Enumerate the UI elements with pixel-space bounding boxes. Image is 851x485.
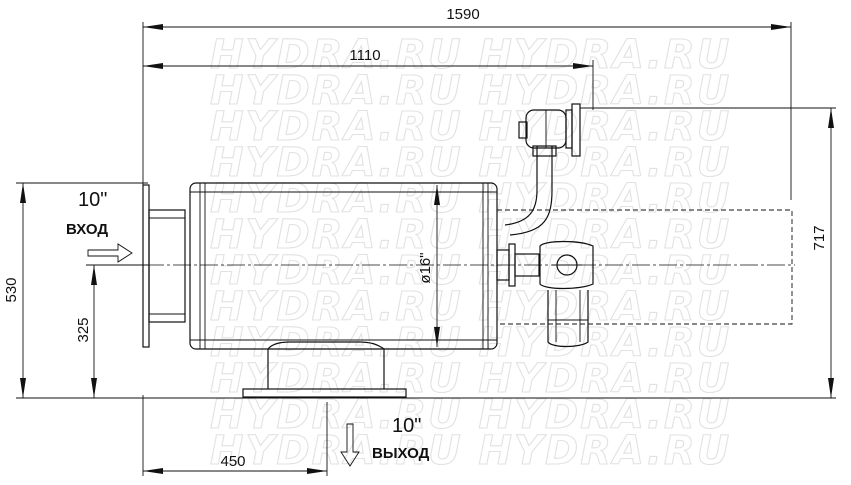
- svg-text:HYDRA.RU HYDRA.RU: HYDRA.RU HYDRA.RU: [210, 212, 731, 258]
- outlet-annotation: 10" ВЫХОД: [340, 415, 430, 467]
- svg-text:HYDRA.RU HYDRA.RU: HYDRA.RU HYDRA.RU: [210, 248, 731, 294]
- svg-text:HYDRA.RU HYDRA.RU: HYDRA.RU HYDRA.RU: [210, 68, 731, 114]
- svg-text:HYDRA.RU HYDRA.RU: HYDRA.RU HYDRA.RU: [210, 428, 731, 474]
- inlet-annotation: 10" ВХОД: [66, 189, 133, 263]
- svg-text:HYDRA.RU HYDRA.RU: HYDRA.RU HYDRA.RU: [210, 140, 731, 186]
- dim-diameter: ø16": [417, 185, 440, 347]
- dim-outlet-offset-label: 450: [220, 453, 245, 470]
- inlet-label: ВХОД: [66, 221, 108, 238]
- dim-overall-height: 530: [3, 182, 836, 399]
- inlet-flange: [142, 184, 186, 348]
- svg-text:HYDRA.RU HYDRA.RU: HYDRA.RU HYDRA.RU: [210, 32, 731, 78]
- svg-text:HYDRA.RU HYDRA.RU: HYDRA.RU HYDRA.RU: [210, 392, 731, 438]
- svg-text:HYDRA.RU HYDRA.RU: HYDRA.RU HYDRA.RU: [210, 320, 731, 366]
- dim-body-length: 1110: [143, 47, 594, 110]
- dim-valve-height: 717: [580, 107, 836, 398]
- dim-outlet-offset: 450: [142, 395, 328, 476]
- valve-assembly: [496, 103, 594, 348]
- dim-overall-length-label: 1590: [446, 6, 479, 23]
- dim-inlet-height-label: 325: [75, 317, 92, 342]
- outlet-nozzle: [242, 341, 407, 398]
- inlet-arrow-icon: [87, 243, 133, 263]
- dim-valve-height-label: 717: [811, 225, 828, 250]
- dim-overall-height-label: 530: [3, 277, 20, 302]
- dim-body-length-label: 1110: [349, 47, 380, 64]
- dim-overall-length: 1590: [142, 6, 792, 200]
- outlet-arrow-icon: [340, 423, 360, 467]
- dim-diameter-label: ø16": [417, 252, 434, 283]
- svg-text:HYDRA.RU HYDRA.RU: HYDRA.RU HYDRA.RU: [210, 104, 731, 150]
- svg-text:HYDRA.RU HYDRA.RU: HYDRA.RU HYDRA.RU: [210, 284, 731, 330]
- inlet-size-label: 10": [78, 189, 107, 211]
- watermark: HYDRA.RU HYDRA.RU HYDRA.RU HYDRA.RU HYDR…: [209, 31, 731, 474]
- outlet-label: ВЫХОД: [372, 445, 430, 462]
- outlet-size-label: 10": [392, 415, 421, 437]
- svg-text:HYDRA.RU HYDRA.RU: HYDRA.RU HYDRA.RU: [210, 356, 731, 402]
- basket-removal-envelope: [496, 209, 793, 325]
- dim-inlet-height: 325: [75, 264, 148, 398]
